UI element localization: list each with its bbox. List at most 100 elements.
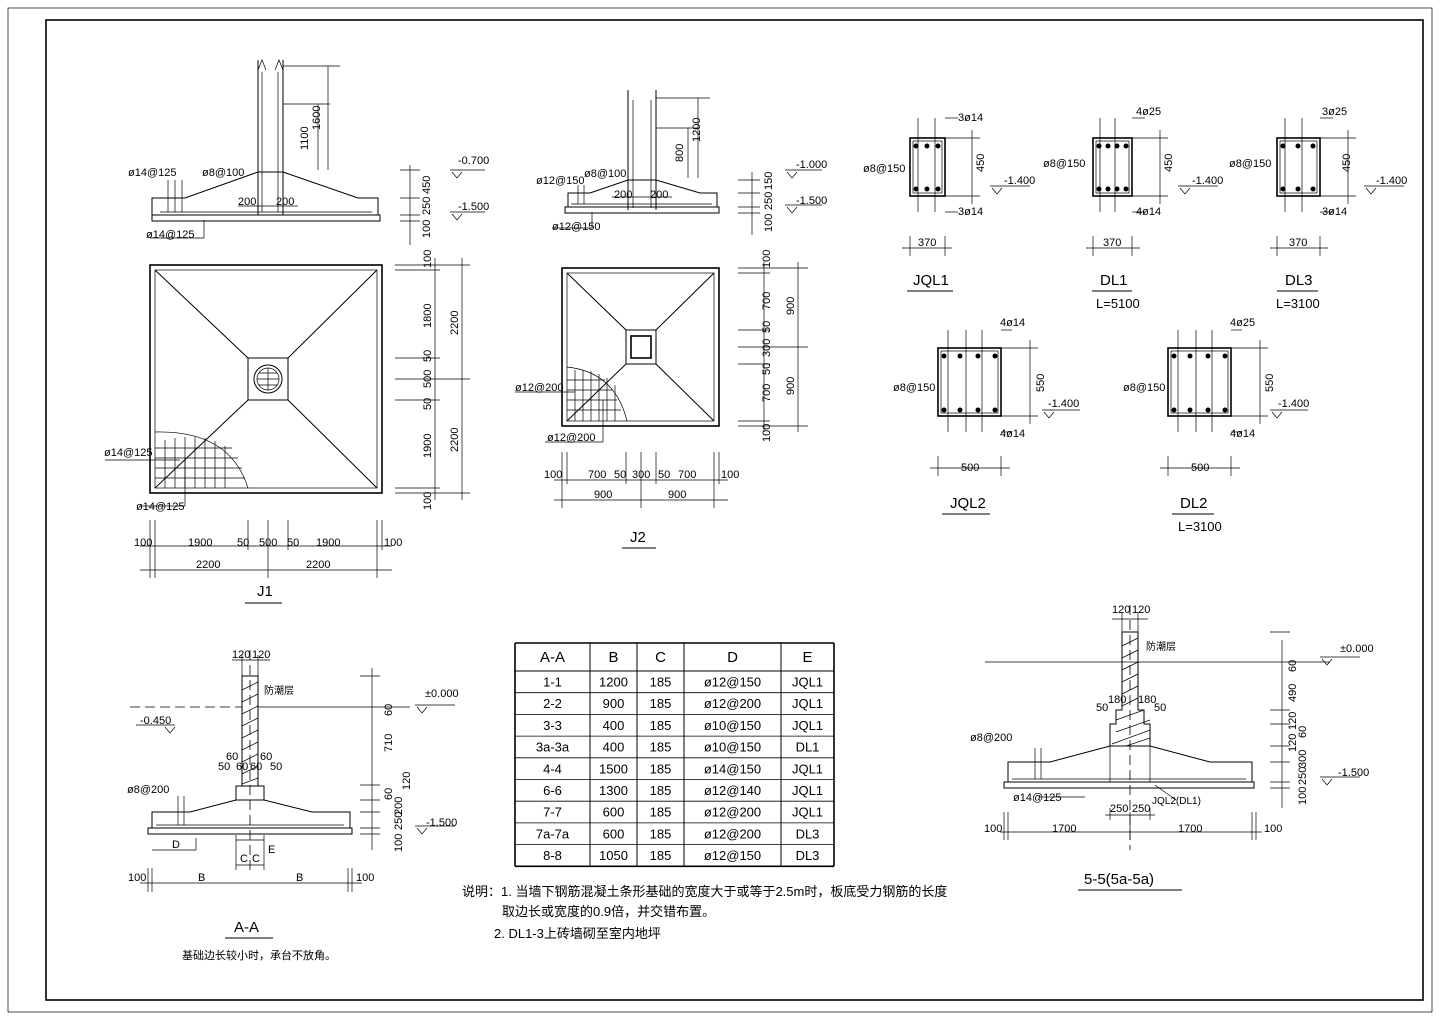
table-cell: 185 — [650, 805, 672, 820]
dimension-label: ±0.000 — [425, 688, 459, 700]
dimension-label: 700 — [761, 292, 773, 310]
dimension-label: 300 — [1297, 750, 1309, 768]
dimension-label: 120 — [1287, 712, 1299, 730]
dimension-label: -1.000 — [796, 159, 827, 171]
table-cell: ø10@150 — [704, 740, 761, 755]
table-header: C — [655, 649, 666, 666]
table-header: D — [727, 649, 738, 666]
dimension-label: ø8@150 — [1123, 382, 1165, 394]
section-aa-title: A-A — [234, 919, 259, 936]
table-cell: JQL1 — [792, 761, 823, 776]
j1-plan: 100 1800 2200 50 500 50 1900 2200 100 ø1… — [104, 250, 470, 604]
dimension-label: 250 — [1297, 767, 1309, 785]
dimension-label: -1.400 — [1192, 175, 1223, 187]
dimension-label: 1600 — [311, 106, 323, 130]
jql2-title: JQL2 — [950, 495, 986, 512]
table-cell: 185 — [650, 718, 672, 733]
dimension-label: 60 — [1297, 726, 1309, 738]
table-cell: ø12@150 — [704, 848, 761, 863]
dimension-label: 370 — [1103, 237, 1121, 249]
table-cell: JQL1 — [792, 718, 823, 733]
dimension-label: 100 — [761, 250, 773, 268]
dimension-label: 60 — [383, 788, 395, 800]
dimension-label: 50 — [237, 537, 249, 549]
notes: 说明：1. 当墙下钢筋混凝土条形基础的宽度大于或等于2.5m时，板底受力钢筋的长… — [462, 884, 947, 941]
dimension-label: 3ø14 — [1322, 206, 1347, 218]
dimension-label: -1.400 — [1376, 175, 1407, 187]
dimension-label: 1100 — [299, 126, 311, 150]
table-cell: ø10@150 — [704, 718, 761, 733]
j1-title: J1 — [257, 583, 273, 600]
dimension-label: 1200 — [691, 118, 703, 142]
dimension-label: -1.400 — [1278, 398, 1309, 410]
dimension-label: 100 — [544, 469, 562, 481]
dimension-label: 4ø14 — [1000, 317, 1025, 329]
dimension-label: ø8@200 — [970, 732, 1012, 744]
dimension-label: ø8@100 — [202, 167, 244, 179]
dimension-label: 100 — [128, 872, 146, 884]
dimension-label: ø12@150 — [536, 175, 584, 187]
dimension-label: L=3100 — [1276, 296, 1320, 311]
dimension-label: 200 — [238, 196, 256, 208]
dimension-label: 100 — [763, 214, 775, 232]
dimension-label: 1700 — [1052, 823, 1076, 835]
dimension-label: 2. DL1-3上砖墙砌至室内地坪 — [494, 926, 661, 941]
dimension-label: 550 — [1264, 374, 1276, 392]
dimension-label: -1.400 — [1048, 398, 1079, 410]
dimension-label: 2200 — [306, 559, 330, 571]
dimension-label: 50 — [270, 761, 282, 773]
table-cell: 400 — [603, 718, 625, 733]
dimension-label: 4ø14 — [1230, 428, 1255, 440]
dimension-label: B — [296, 872, 303, 884]
dimension-label: 250 — [1132, 803, 1150, 815]
dimension-label: -0.700 — [458, 155, 489, 167]
dimension-label: -1.500 — [458, 201, 489, 213]
jql1-title: JQL1 — [913, 272, 949, 289]
table-cell: 3-3 — [543, 718, 562, 733]
section-aa: 120 120 防潮层 ±0.000 -0.450 -1.500 60 710 … — [127, 649, 459, 962]
dimension-label: 300 — [632, 469, 650, 481]
table-cell: DL1 — [796, 740, 820, 755]
dimension-label: 50 — [287, 537, 299, 549]
dimension-label: ø12@200 — [547, 432, 595, 444]
dimension-label: 900 — [594, 489, 612, 501]
dimension-label: 4ø14 — [1000, 428, 1025, 440]
dimension-label: 100 — [356, 872, 374, 884]
table-cell: DL3 — [796, 848, 820, 863]
table-cell: 3a-3a — [536, 740, 570, 755]
dimension-label: ø14@125 — [128, 167, 176, 179]
dimension-label: 700 — [678, 469, 696, 481]
table-cell: ø12@200 — [704, 696, 761, 711]
dl3-title: DL3 — [1285, 272, 1313, 289]
table-cell: JQL1 — [792, 783, 823, 798]
dimension-label: 100 — [384, 537, 402, 549]
dimension-label: ø14@125 — [146, 229, 194, 241]
table-cell: JQL1 — [792, 675, 823, 690]
j1-section: 1600 1100 ø8@100 ø14@125 ø14@125 200 200… — [128, 59, 489, 245]
table-cell: JQL1 — [792, 805, 823, 820]
table-cell: JQL1 — [792, 696, 823, 711]
dimension-label: ø8@150 — [1043, 158, 1085, 170]
dimension-label: ø12@200 — [515, 382, 563, 394]
j2-title: J2 — [630, 529, 646, 546]
dimension-label: 100 — [134, 537, 152, 549]
table-cell: 7a-7a — [536, 826, 570, 841]
dimension-label: 4ø25 — [1136, 106, 1161, 118]
dimension-label: 200 — [650, 189, 668, 201]
dimension-label: 100 — [1264, 823, 1282, 835]
dimension-label: 250 — [393, 812, 405, 830]
dimension-label: 700 — [588, 469, 606, 481]
dimension-label: 50 — [1154, 702, 1166, 714]
table-cell: 185 — [650, 783, 672, 798]
dimension-label: 2200 — [449, 311, 461, 335]
dimension-label: 550 — [1035, 374, 1047, 392]
dimension-label: 50 — [422, 398, 434, 410]
beam-jql1: 3ø14 3ø14 ø8@150 450 -1.400 370 JQL1 — [863, 112, 1035, 292]
section-55: 120 120 防潮层 ±0.000 -1.500 60 490 120 60 … — [970, 604, 1374, 891]
dimension-label: 1900 — [422, 434, 434, 458]
dimension-label: E — [268, 844, 275, 856]
dimension-label: 4ø14 — [1136, 206, 1161, 218]
dimension-label: ø8@100 — [584, 168, 626, 180]
dimension-label: 120 — [1132, 604, 1150, 616]
dimension-label: 2200 — [196, 559, 220, 571]
